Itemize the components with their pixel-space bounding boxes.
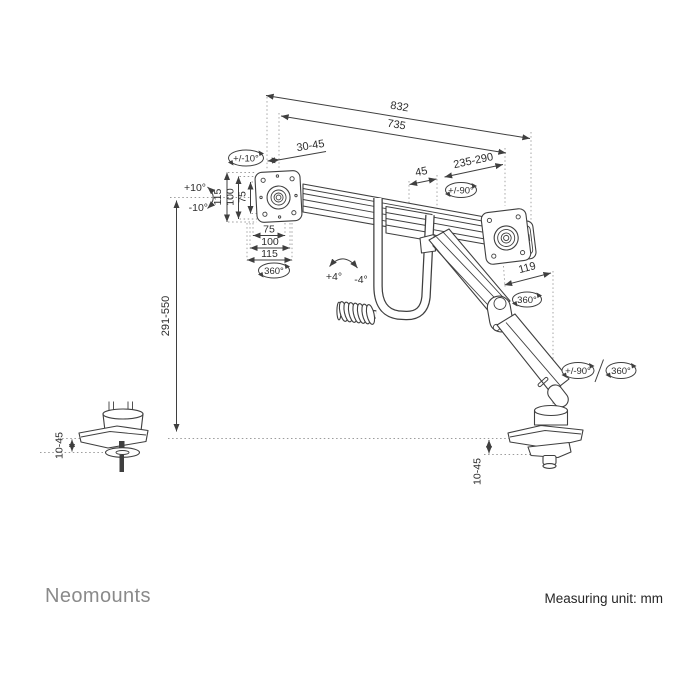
level-plus-label: +4°	[326, 271, 342, 283]
left-plate-rotation-label: 360°	[264, 266, 284, 277]
dim-vesa-h75-label: 75	[263, 224, 275, 236]
dim-clamp-range-label: 10-45	[472, 458, 484, 485]
dim-vesa-v75-label: 75	[237, 191, 249, 203]
tilt-range-indicator: +/-10°	[228, 149, 264, 167]
vesa-plate-left	[254, 170, 303, 223]
head-pivot-label: +/-90°	[448, 186, 474, 197]
base-rotation-label: 360°	[611, 366, 631, 377]
left-plate-hub	[266, 185, 291, 210]
dim-vesa-h100-label: 100	[261, 236, 279, 248]
tilt-down-label: -10°	[189, 202, 208, 214]
dim-vesa-v100-label: 100	[225, 188, 237, 206]
measuring-unit-note: Measuring unit: mm	[544, 591, 663, 606]
tilt-range-label: +/-10°	[233, 154, 259, 165]
dim-plate-depth-label: 30-45	[296, 138, 326, 154]
level-minus-label: -4°	[354, 274, 368, 286]
dim-span-outer: 832	[265, 93, 531, 141]
dim-span-outer-label: 832	[389, 100, 409, 115]
vesa-plate-right	[480, 208, 532, 265]
cable-hook	[336, 198, 435, 325]
level-adjust-arrows: +4° -4°	[326, 258, 368, 286]
dim-span-inner-label: 735	[386, 118, 406, 133]
dim-vesa-v115-label: 115	[212, 188, 224, 205]
dim-head-depth: 119	[504, 260, 552, 287]
tilt-arrows: +10° -10°	[184, 182, 216, 214]
dim-clamp-range: 10-45	[472, 440, 493, 485]
dim-head-depth-label: 119	[517, 260, 537, 276]
dim-grommet-range-label: 10-45	[54, 432, 66, 459]
dim-slide-offset: 45	[409, 165, 437, 186]
clamp-lower-jaw	[527, 441, 572, 459]
center-mount-block	[385, 205, 433, 242]
head-pivot-indicator: +/-90°	[445, 182, 477, 198]
left-plate-rotation-indicator: 360°	[258, 262, 290, 279]
dim-vesa-vertical: 115 100 75	[212, 172, 254, 222]
dim-vesa-horizontal: 75 100 115	[247, 224, 292, 264]
arm-swivel-indicator: +/-90° 360°	[561, 359, 637, 383]
dim-slide-range: 235-290	[444, 151, 504, 179]
right-plate-rotation-label: 360°	[517, 295, 537, 306]
dim-height-range: 291-550	[160, 200, 180, 432]
tilt-up-label: +10°	[184, 182, 206, 194]
dim-plate-depth: 30-45	[267, 138, 327, 164]
gas-spring-arm	[419, 228, 570, 408]
wrist-joint	[547, 384, 569, 408]
dim-height-range-label: 291-550	[160, 296, 172, 336]
grommet-mount	[78, 401, 149, 472]
dim-span-inner: 735	[280, 114, 507, 155]
spring-coil	[336, 301, 376, 325]
dim-slide-offset-label: 45	[414, 165, 428, 179]
desk-clamp	[507, 404, 584, 469]
separator-slash	[594, 359, 604, 383]
dim-vesa-h115-label: 115	[261, 248, 278, 260]
dimensions: 832 735 30-45 +/-10° +10° -10°	[54, 93, 637, 485]
clamp-knob	[542, 463, 557, 469]
arm-swivel-label: +/-90°	[565, 366, 591, 377]
dim-grommet-range: 10-45	[54, 432, 76, 459]
right-plate-rotation-indicator: 360°	[512, 291, 542, 308]
brand-logo: Neomounts	[45, 585, 151, 607]
